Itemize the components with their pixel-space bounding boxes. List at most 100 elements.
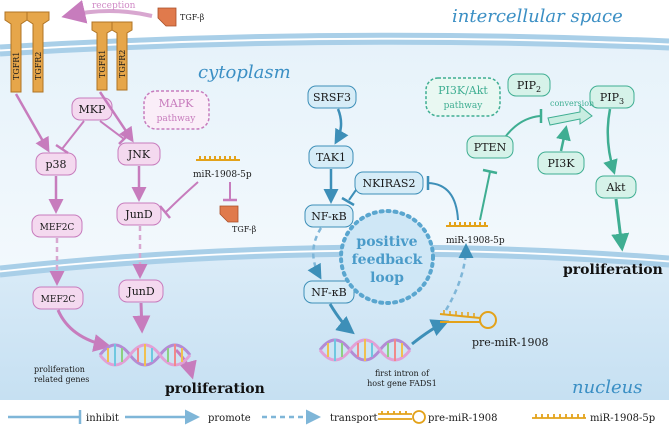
node-pi3k — [537, 151, 585, 175]
arrow-mef2c-to-dna — [56, 309, 112, 352]
receptor-label: TGFR2 — [34, 52, 43, 80]
mirna-label-mapk: miR-1908-5p — [193, 170, 252, 180]
node-jund-top-label: JunD — [124, 208, 153, 221]
pip3-subscript: 3 — [619, 97, 624, 106]
legend-mirna-label: miR-1908-5p — [590, 413, 655, 424]
nuclear-membrane — [0, 244, 669, 278]
node-srsf3-label: SRSF3 — [313, 91, 351, 104]
arrow-dna-to-premir — [411, 319, 450, 346]
reception-label: reception — [92, 1, 136, 11]
receptor-left-tgfr2: TGFR2 — [26, 11, 50, 93]
node-nfkb-bottom — [303, 280, 355, 304]
transport-premir — [444, 243, 474, 311]
pip3-text: PIP — [600, 91, 620, 104]
tgf-beta-ligand-label: TGF-β — [180, 13, 205, 22]
mature-mirna-icon — [446, 222, 488, 227]
inhibit-mkp-jnk — [99, 120, 125, 140]
intron-label-line2: host gene FADS1 — [367, 379, 437, 388]
node-jnk-label: JNK — [127, 148, 151, 161]
node-pi3k-label: PI3K — [548, 157, 576, 170]
node-mkp-label: MKP — [79, 103, 106, 116]
dna-helix-left — [98, 343, 192, 367]
node-pip2-label: PIP2 — [517, 79, 541, 94]
node-jund-bottom — [118, 279, 164, 303]
cytoplasm-label: cytoplasm — [198, 62, 291, 83]
node-jund-bottom-label: JunD — [126, 285, 155, 298]
arrow-pi3k-to-conversion — [556, 125, 571, 152]
inhibit-nkiras2-nfkb-bar — [341, 196, 355, 207]
genes-label-line1: proliferation — [34, 365, 85, 374]
mapk-pathway-label: MAPK — [159, 97, 195, 110]
feedback-loop-circle — [339, 209, 435, 305]
receptor-right-tgfr2: TGFR2 — [111, 21, 133, 91]
tgf-beta-ligand-top — [157, 7, 177, 27]
pip2-text: PIP — [517, 79, 537, 92]
feedback-loop-line3: loop — [370, 270, 404, 286]
pip2-subscript: 2 — [536, 85, 541, 94]
node-pten — [466, 135, 514, 159]
arrow-receptor-to-jnk — [98, 91, 134, 143]
node-tak1 — [308, 145, 354, 169]
node-jnk — [117, 142, 161, 166]
receptor-label: TGFR1 — [98, 50, 107, 78]
node-nfkb-top — [304, 204, 354, 228]
node-nfkb-top-label: NF-κB — [311, 210, 346, 223]
legend-pre-mirna: pre-miR-1908 — [378, 410, 498, 424]
node-nkiras2 — [354, 171, 424, 195]
pre-mirna-hairpin-icon — [439, 310, 497, 329]
mapk-pathway-box — [143, 90, 210, 130]
inhibit-mkp-p38-bar — [55, 143, 69, 155]
inhibit-mkp-jnk-bar — [118, 133, 130, 145]
inhibit-mkp-p38 — [61, 120, 85, 150]
node-mef2c-bottom — [32, 286, 84, 310]
pi3k-pathway-label: PI3K/Akt — [438, 84, 488, 97]
receptor-label: TGFR1 — [12, 52, 21, 80]
legend-promote-label: promote — [208, 413, 251, 424]
inhibit-mir-jund-bar — [159, 205, 171, 219]
feedback-loop-line2: feedback — [352, 252, 423, 268]
proliferation-label-right: proliferation — [563, 262, 663, 278]
node-akt-label: Akt — [605, 181, 626, 194]
intercellular-space-label: intercellular space — [452, 6, 623, 27]
tgf-beta-mid-label: TGF-β — [232, 225, 257, 234]
legend-mirna: miR-1908-5p — [532, 413, 655, 424]
mature-mirna-label: miR-1908-5p — [446, 236, 505, 246]
genes-label-line2: related genes — [34, 375, 89, 384]
pi3k-pathway-label-2: pathway — [444, 101, 484, 111]
node-tak1-label: TAK1 — [316, 151, 346, 164]
legend-transport-label: transport — [330, 413, 378, 424]
legend-transport: transport — [262, 409, 378, 425]
transport-nfkb — [307, 227, 323, 280]
feedback-loop-line1: positive — [356, 234, 417, 250]
dna-helix-middle — [318, 338, 412, 362]
nucleus-label: nucleus — [572, 377, 643, 398]
node-mef2c-top-label: MEF2C — [40, 223, 75, 233]
legend-pre-mirna-label: pre-miR-1908 — [428, 413, 498, 424]
pre-mirna-label: pre-miR-1908 — [472, 336, 548, 349]
node-akt — [595, 175, 637, 199]
inhibit-mir-pten — [479, 171, 491, 221]
inhibit-pten-conversion — [505, 115, 541, 137]
arrow-akt-to-proliferation — [611, 198, 630, 252]
arrow-receptor-to-p38 — [14, 93, 50, 153]
node-mef2c-bottom-label: MEF2C — [41, 295, 76, 305]
node-p38-label: p38 — [45, 158, 66, 171]
conversion-label: conversion — [550, 99, 594, 108]
arrow-nfkb-to-dna — [328, 303, 355, 335]
mirna-strand-icon — [196, 156, 240, 161]
receptor-label: TGFR2 — [118, 50, 127, 78]
inhibit-nkiras2-nfkb — [348, 189, 357, 201]
arrow-dna-to-proliferation — [174, 348, 197, 380]
node-pip3-label: PIP3 — [600, 91, 624, 106]
node-pip3 — [589, 85, 635, 109]
node-nfkb-bottom-label: NF-κB — [311, 286, 346, 299]
legend-inhibit-label: inhibit — [86, 413, 119, 424]
node-p38 — [35, 152, 77, 176]
intron-label-line1: first intron of — [375, 369, 430, 378]
cell-membrane — [0, 32, 669, 57]
node-srsf3 — [307, 85, 357, 109]
node-mef2c-top — [31, 214, 83, 238]
tgf-beta-ligand-mid — [219, 205, 239, 223]
